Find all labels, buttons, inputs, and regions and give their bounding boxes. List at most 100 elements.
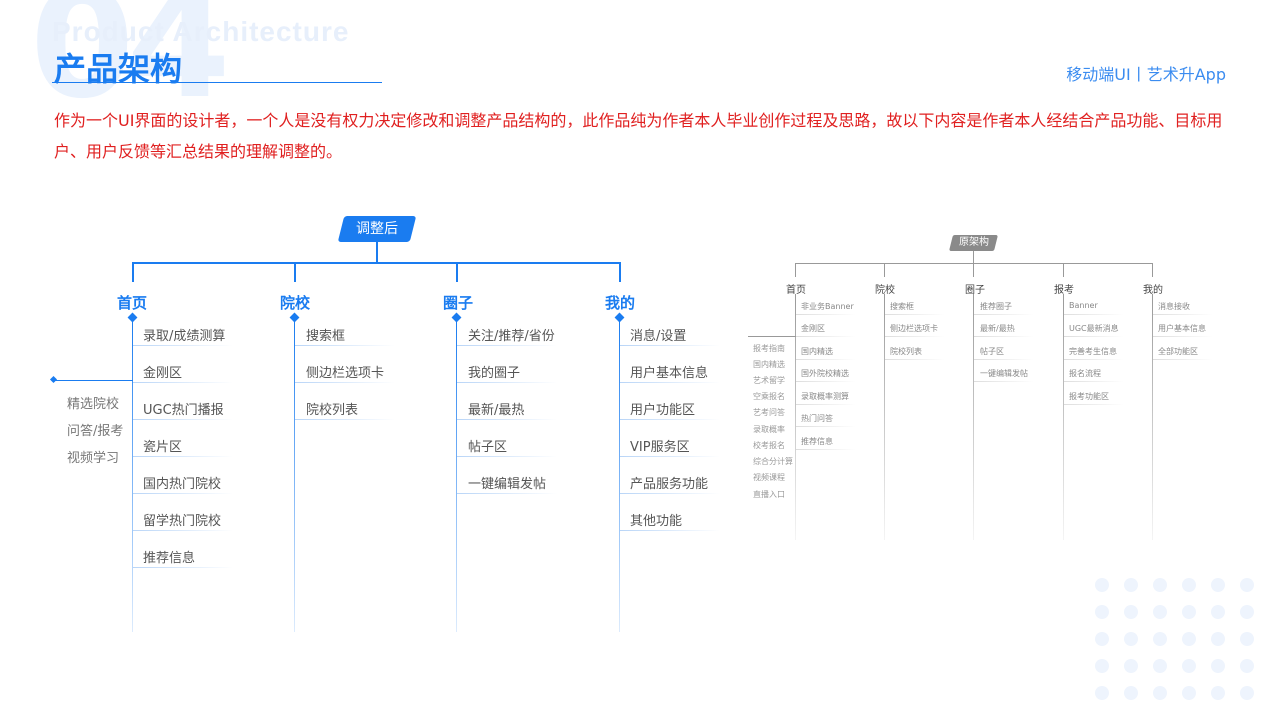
intro-text: 作为一个UI界面的设计者，一个人是没有权力决定修改和调整产品结构的，此作品纯为作… (54, 111, 1223, 161)
column-line (619, 320, 620, 632)
old-col-schools: 院校 (875, 285, 895, 296)
old-side-item: 综合分计算 (753, 457, 793, 466)
item-underline (133, 567, 233, 568)
new-item: UGC热门播报 (143, 403, 224, 418)
old-side-item: 艺考问答 (753, 408, 785, 417)
title-underline (52, 82, 382, 83)
old-item: 全部功能区 (1158, 347, 1198, 356)
new-item: 国内热门院校 (143, 477, 222, 492)
old-col-exam: 报考 (1054, 285, 1074, 296)
old-item: 用户基本信息 (1158, 324, 1206, 333)
old-item: 院校列表 (890, 347, 922, 356)
new-item: 产品服务功能 (630, 477, 709, 492)
new-item: 金刚区 (143, 366, 183, 381)
new-item: 用户功能区 (630, 403, 696, 418)
old-side-item: 报考指南 (753, 344, 785, 353)
item-underline (620, 530, 720, 531)
new-col-mine: 我的 (605, 294, 636, 312)
item-underline (620, 382, 720, 383)
new-col-schools: 院校 (280, 294, 311, 312)
old-tree-branch-line (795, 263, 1153, 264)
old-item-underline (1064, 336, 1124, 337)
new-tree-drop (456, 262, 458, 282)
old-tree-label-text: 原架构 (958, 237, 989, 248)
new-col-home: 首页 (117, 294, 148, 312)
item-underline (133, 345, 233, 346)
old-item-underline (974, 336, 1034, 337)
old-col-home: 首页 (786, 285, 806, 296)
old-item-underline (974, 359, 1034, 360)
item-underline (133, 456, 233, 457)
item-underline (457, 493, 557, 494)
old-column-line (1152, 294, 1153, 540)
column-line (132, 320, 133, 632)
old-item-underline (796, 336, 856, 337)
old-tree-root-stem (973, 251, 974, 263)
new-item: 录取/成绩测算 (143, 329, 226, 344)
item-underline (457, 419, 557, 420)
item-underline (457, 382, 557, 383)
side-pointer-diamond (49, 375, 58, 384)
old-item-underline (1064, 404, 1124, 405)
item-underline (620, 493, 720, 494)
side-item: 精选院校 (67, 397, 120, 412)
old-side-item: 空乘报名 (753, 392, 785, 401)
old-tree-drop (1152, 263, 1153, 277)
item-underline (620, 419, 720, 420)
item-underline (295, 345, 395, 346)
new-item: VIP服务区 (630, 440, 690, 455)
old-item: 推荐信息 (801, 437, 833, 446)
decorative-dot-grid (1095, 578, 1280, 720)
new-item: 我的圈子 (468, 366, 521, 381)
item-underline (457, 345, 557, 346)
side-item: 问答/报考 (67, 424, 124, 439)
side-item: 视频学习 (67, 451, 120, 466)
old-side-pointer-line (748, 336, 796, 337)
old-side-item: 直播入口 (753, 490, 785, 499)
item-underline (620, 345, 720, 346)
old-item: Banner (1069, 301, 1098, 310)
old-item: 热门问答 (801, 414, 833, 423)
item-underline (457, 456, 557, 457)
old-item-underline (1153, 359, 1213, 360)
old-tree-label: 原架构 (949, 235, 998, 251)
old-item-underline (885, 336, 945, 337)
old-item-underline (974, 381, 1034, 382)
old-item: 录取概率测算 (801, 392, 849, 401)
old-item: 搜索框 (890, 302, 914, 311)
old-side-item: 艺术留学 (753, 376, 785, 385)
item-underline (295, 382, 395, 383)
new-item: 其他功能 (630, 514, 683, 529)
section-number: 04 (30, 0, 231, 132)
old-side-item: 视频课程 (753, 473, 785, 482)
old-tree-drop (973, 263, 974, 277)
new-item: 关注/推荐/省份 (468, 329, 555, 344)
page-title: 产品架构 (54, 50, 183, 88)
column-line (456, 320, 457, 632)
old-item: 推荐圈子 (980, 302, 1012, 311)
old-item-underline (796, 314, 856, 315)
item-underline (133, 419, 233, 420)
new-col-circle: 圈子 (443, 294, 474, 312)
old-side-item: 校考报名 (753, 441, 785, 450)
old-item: 金刚区 (801, 324, 825, 333)
old-item: 国外院校精选 (801, 369, 849, 378)
old-item-underline (796, 381, 856, 382)
old-item: 一键编辑发帖 (980, 369, 1028, 378)
old-item: 报名流程 (1069, 369, 1101, 378)
item-underline (133, 530, 233, 531)
project-tag: 移动端UI丨艺术升App (1066, 65, 1226, 84)
old-item: 完善考生信息 (1069, 347, 1117, 356)
new-item: 帖子区 (468, 440, 508, 455)
item-underline (295, 419, 395, 420)
old-item-underline (1064, 381, 1124, 382)
old-item-underline (974, 314, 1034, 315)
new-item: 消息/设置 (630, 329, 687, 344)
new-tree-drop (619, 262, 621, 282)
item-underline (620, 456, 720, 457)
new-tree-drop (294, 262, 296, 282)
old-item: 消息接收 (1158, 302, 1190, 311)
old-column-line (884, 294, 885, 540)
new-tree-label: 调整后 (337, 216, 417, 242)
old-side-item: 国内精选 (753, 360, 785, 369)
